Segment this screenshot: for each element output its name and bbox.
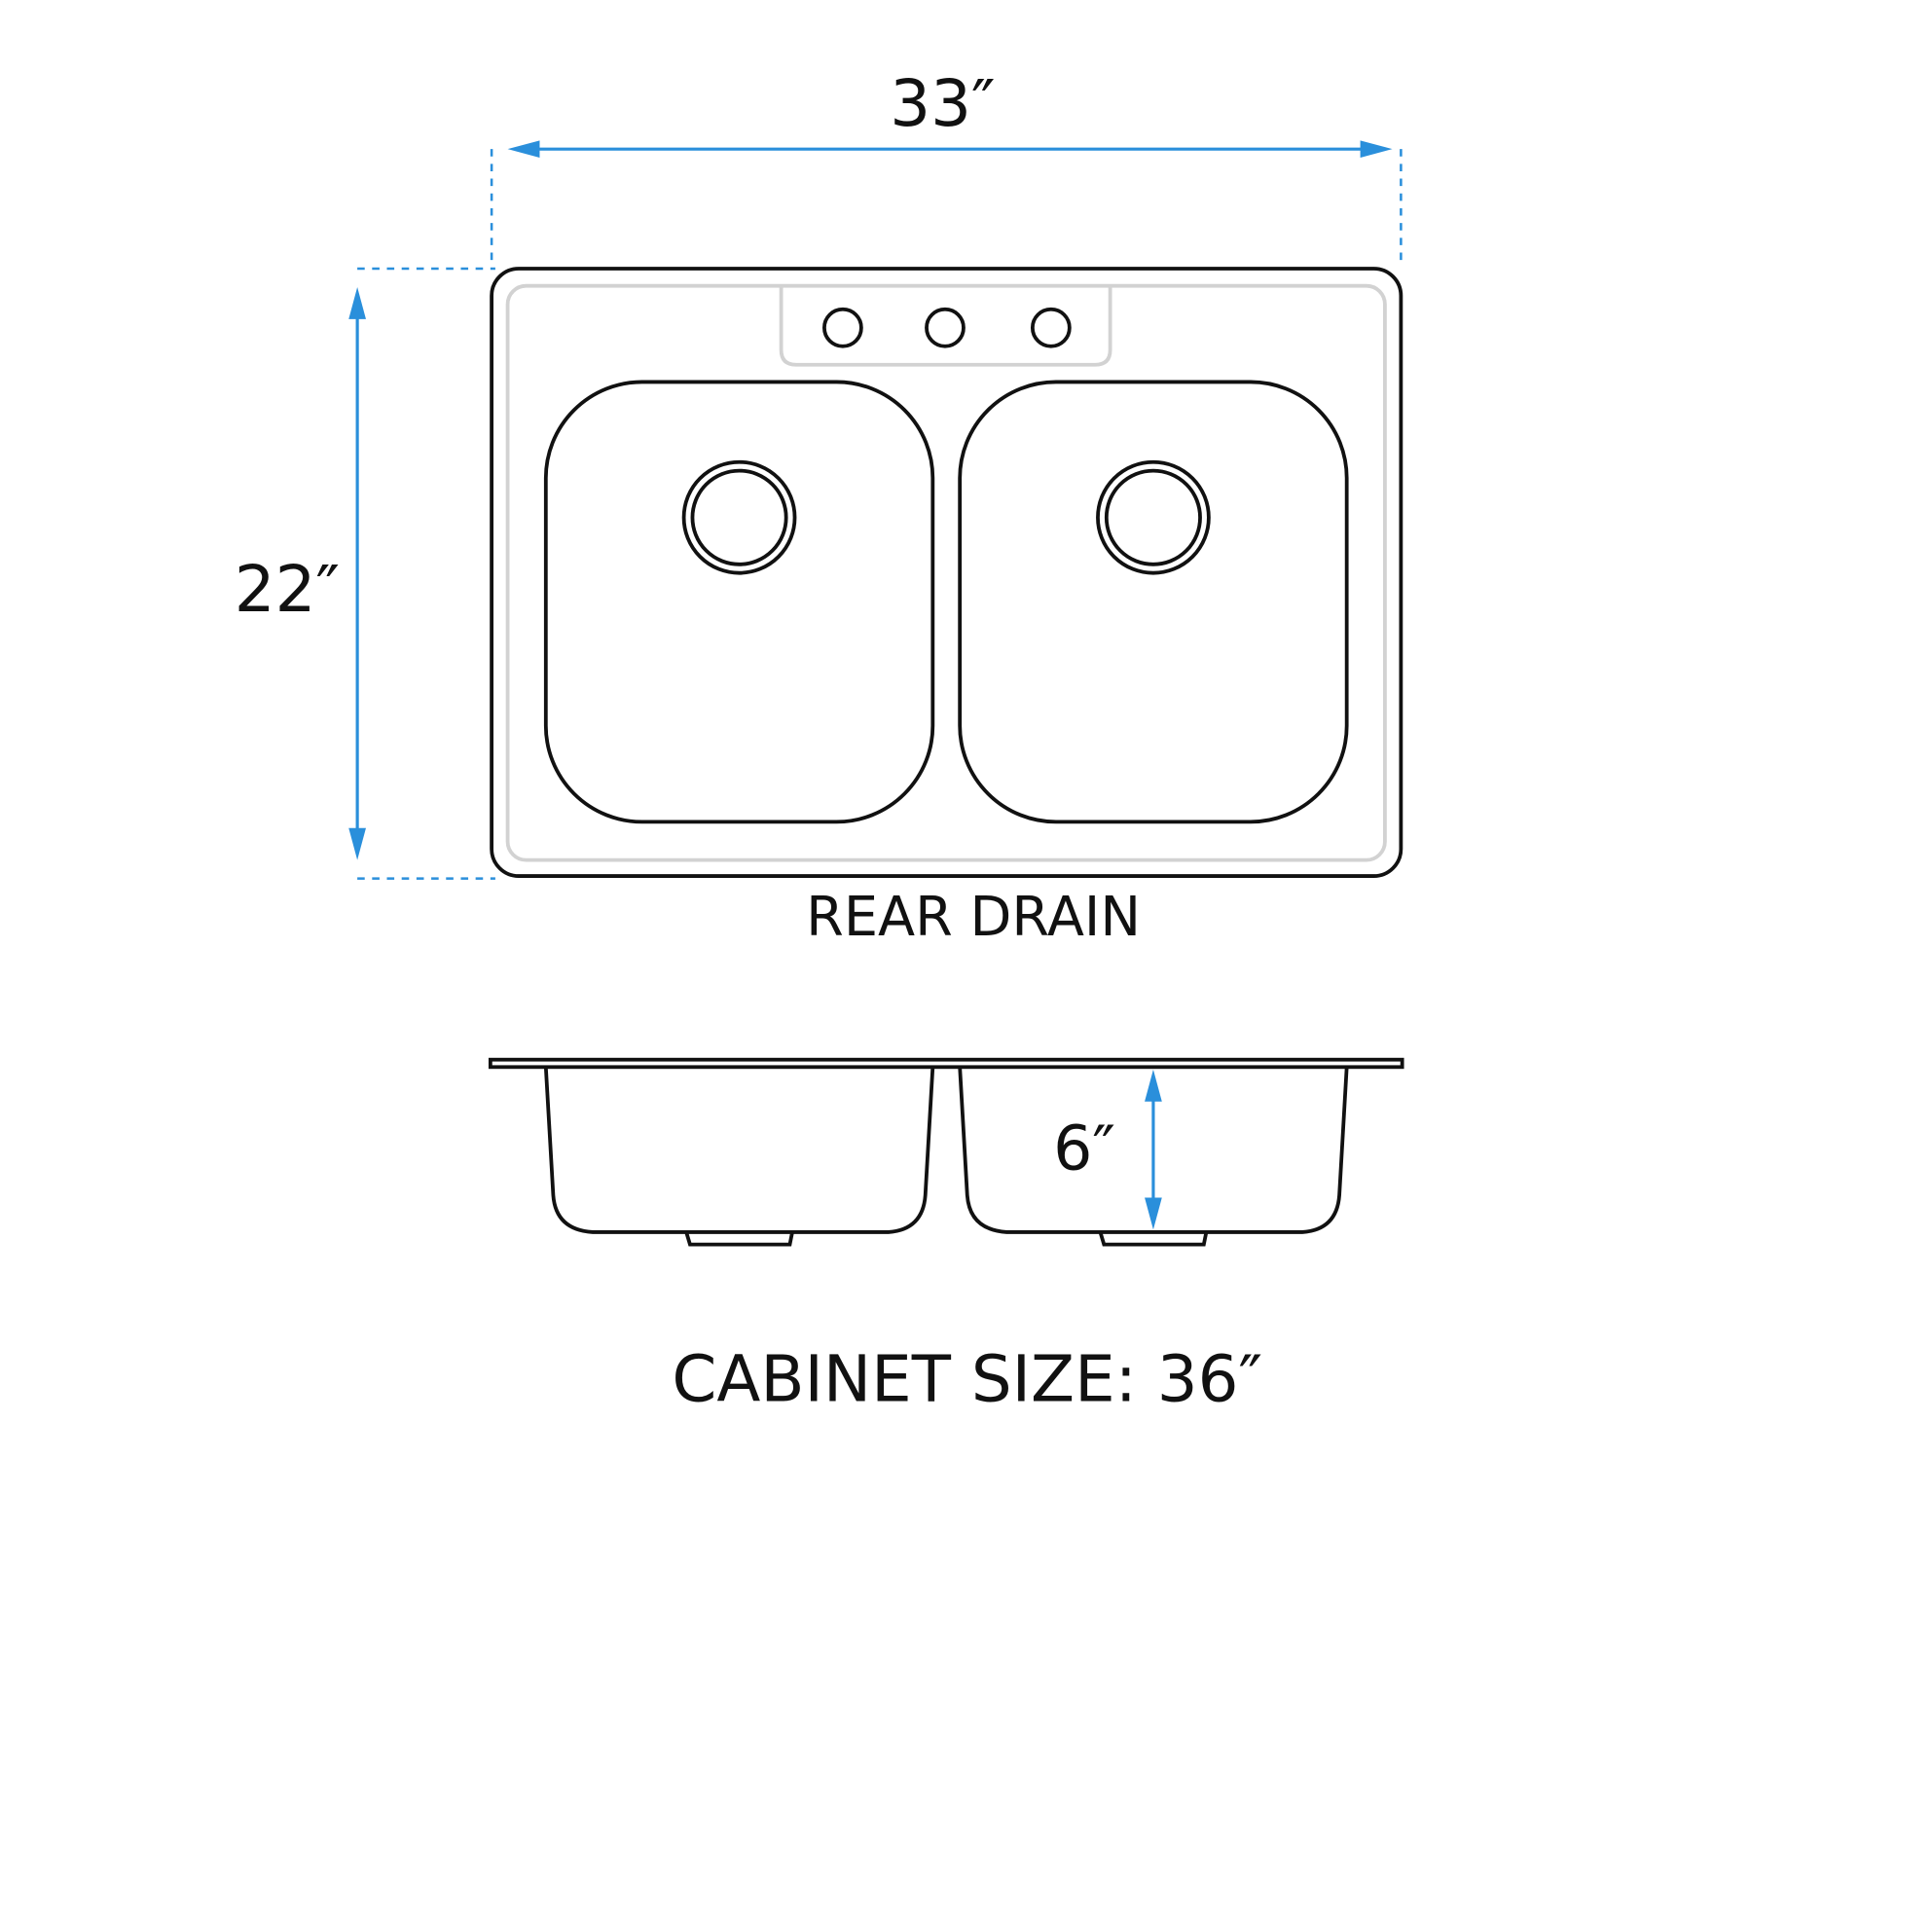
- arrowhead-up-icon: [1145, 1069, 1162, 1102]
- faucet-hole: [925, 307, 966, 348]
- arrowhead-left-icon: [507, 140, 540, 159]
- left-bowl: [543, 380, 935, 824]
- faucet-hole: [1030, 307, 1072, 348]
- bowl-depth-dimension: 6″: [1053, 1069, 1162, 1230]
- sink-side-view: [488, 1057, 1404, 1247]
- bowl-depth-label: 6″: [1053, 1112, 1115, 1184]
- left-drain-icon: [681, 459, 797, 575]
- drain-position-label: REAR DRAIN: [806, 886, 1141, 949]
- right-bowl: [958, 380, 1349, 824]
- arrowhead-right-icon: [1360, 140, 1393, 159]
- arrowhead-down-icon: [1145, 1197, 1162, 1230]
- cabinet-size-label: CABINET SIZE: 36″: [672, 1341, 1262, 1416]
- depth-dimension: 22″: [235, 267, 495, 880]
- width-label: 33″: [890, 66, 995, 141]
- faucet-hole: [822, 307, 863, 348]
- arrowhead-down-icon: [348, 827, 366, 860]
- sink-top-view: [490, 267, 1403, 878]
- arrowhead-up-icon: [348, 286, 366, 319]
- depth-label: 22″: [235, 552, 340, 627]
- right-drain-icon: [1096, 459, 1211, 575]
- width-dimension: 33″: [490, 66, 1403, 266]
